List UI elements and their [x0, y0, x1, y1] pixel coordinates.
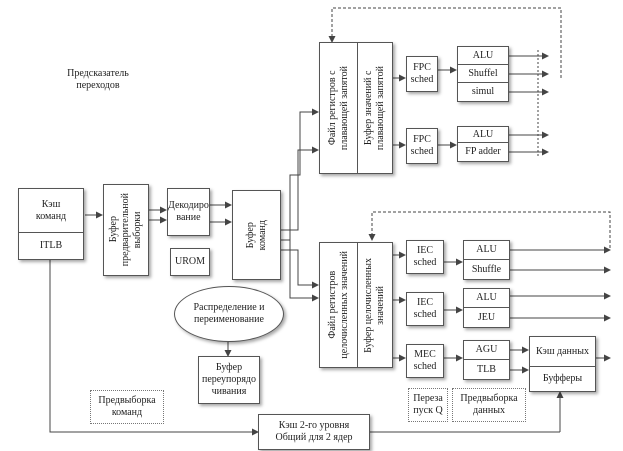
data-prefetch-block: Предвыборка данных: [452, 388, 526, 422]
int-unit-2: ALU JEU: [463, 288, 510, 328]
int2-jeu: JEU: [477, 311, 496, 323]
restart-queue-block: Переза пуск Q: [408, 388, 448, 422]
int1-shuffle: Shuffle: [471, 263, 502, 275]
int-regfile-label: Файл регистров целочисленных значений: [326, 251, 350, 359]
int-unit-1: ALU Shuffle: [463, 240, 510, 280]
fp-regfile-label: Файл регистров с плавающей запятой: [326, 65, 350, 151]
mem-tlb: TLB: [477, 363, 496, 375]
dcache-buffers-label: Буфферы: [542, 373, 583, 384]
fpc-scheduler-2: FPC sched: [406, 128, 438, 164]
branch-predictor-label: Предсказатель переходов: [67, 68, 129, 91]
fp-unit-2: ALU FP adder: [457, 126, 509, 162]
instruction-prefetch-block: Предвыборка команд: [90, 390, 164, 424]
rename-allocation-ellipse: Распределение и переименование: [174, 286, 284, 342]
int-register-block: Файл регистров целочисленных значений Бу…: [319, 242, 393, 368]
mem-unit: AGU TLB: [463, 340, 510, 380]
mec-scheduler: MEC sched: [406, 344, 444, 378]
int1-alu: ALU: [464, 241, 509, 260]
wire-icache-l2: [49, 260, 259, 436]
prefetch-buffer-block: Буфер предварительной выборки: [103, 184, 149, 276]
itlb-label: ITLB: [39, 240, 63, 251]
fp2-adder: FP adder: [465, 146, 501, 157]
dcache-label: Кэш данных: [530, 337, 595, 367]
fp1-simul: simul: [471, 86, 495, 97]
wire-fp-feedback: [328, 7, 562, 78]
instruction-cache-block: Кэш команд ITLB: [18, 188, 84, 260]
wire-buffer-int: [281, 239, 319, 302]
int-value-buffer-label: Буфер целочисленных значений: [363, 257, 386, 353]
icache-label: Кэш команд: [19, 189, 83, 233]
fp2-alu: ALU: [458, 127, 508, 143]
instruction-buffer-block: Буфер команд: [232, 190, 281, 280]
instruction-buffer-label: Буфер команд: [244, 219, 268, 251]
int2-alu: ALU: [464, 289, 509, 308]
int-regfile: Файл регистров целочисленных значений: [320, 243, 358, 367]
fp-value-buffer-label: Буфер значений с плавающей запятой: [363, 65, 386, 151]
iec-scheduler-2: IEC sched: [406, 292, 444, 326]
int-value-buffer: Буфер целочисленных значений: [358, 243, 392, 367]
data-cache-block: Кэш данных Буфферы: [529, 336, 596, 392]
fp1-shuffel: Shuffel: [458, 65, 508, 83]
wire-int-feedback: [368, 211, 611, 248]
reorder-buffer-block: Буфер переупорядо чивания: [198, 356, 260, 404]
mem-agu: AGU: [464, 341, 509, 360]
fpc-scheduler-1: FPC sched: [406, 56, 438, 92]
urom-block: UROM: [170, 248, 210, 276]
decoder-block: Декодиро вание: [167, 188, 210, 236]
l2-cache-block: Кэш 2-го уровня Общий для 2 ядер: [258, 414, 370, 450]
prefetch-buffer-label: Буфер предварительной выборки: [108, 193, 143, 267]
wire-buffer-fp: [281, 108, 319, 241]
fp-value-buffer: Буфер значений с плавающей запятой: [358, 43, 392, 173]
fp1-alu: ALU: [458, 47, 508, 65]
fp-unit-1: ALU Shuffel simul: [457, 46, 509, 102]
fp-register-block: Файл регистров с плавающей запятой Буфер…: [319, 42, 393, 174]
iec-scheduler-1: IEC sched: [406, 240, 444, 274]
fp-regfile: Файл регистров с плавающей запятой: [320, 43, 358, 173]
